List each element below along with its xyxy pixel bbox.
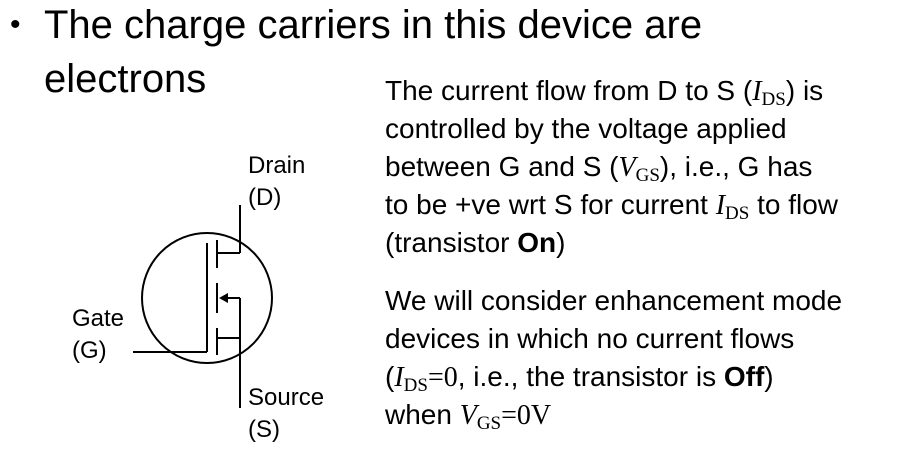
bullet-icon: • [10,8,21,41]
subscript-ds: DS [725,203,750,224]
symbol-v: V [459,400,477,431]
drain-abbr-text: (D) [248,184,282,211]
para2-line-3: (IDS=0, i.e., the transistor is Off) [385,358,842,396]
para1-line-2: controlled by the voltage applied [385,113,787,144]
paragraph-enhancement-mode: We will consider enhancement mode device… [385,282,842,434]
para2-line-1: We will consider enhancement mode [385,285,843,316]
subscript-ds: DS [403,375,428,396]
para2-line-4: when VGS=0V [385,396,842,434]
para2-l4-text-a: when [385,399,460,430]
source-label-text: Source [248,384,325,411]
para1-l4-text-b: to flow [749,189,839,220]
para1-line-3: between G and S (VGS), i.e., G has [385,148,838,186]
para1-l3-text-b: ), i.e., G has [659,151,813,182]
subscript-ds: DS [761,89,786,110]
state-off: Off [723,361,765,392]
gate-label: Gate (G) [72,303,124,367]
para1-line-4: to be +ve wrt S for current IDS to flow [385,186,838,224]
bullet-heading-line-1: • The charge carriers in this device are [10,2,702,48]
bullet-heading-line-2: electrons [44,57,207,101]
symbol-v: V [618,152,636,183]
para1-line-1: The current flow from D to S (IDS) is [385,72,838,110]
symbol-i: I [394,362,404,393]
source-label: Source (S) [248,382,324,446]
drain-label: Drain (D) [248,150,305,214]
para2-l3-text-c: ) [764,361,774,392]
subscript-gs: GS [635,165,660,186]
paragraph-current-control: The current flow from D to S (IDS) is co… [385,72,838,262]
para1-l5-text-a: (transistor [385,227,518,258]
drain-label-text: Drain [248,152,306,179]
para1-l1-text-a: The current flow from D to S ( [385,75,753,106]
equals-zero: =0 [427,362,458,393]
para2-line-2: devices in which no current flows [385,323,795,354]
para1-line-5: (transistor On) [385,224,838,262]
source-abbr-text: (S) [248,416,280,443]
equals-zero-volts: =0V [501,400,552,431]
mosfet-circle [141,232,273,364]
subscript-gs: GS [476,413,502,434]
para2-l3-text-a: ( [385,361,395,392]
state-on: On [517,227,557,258]
symbol-i: I [752,76,762,107]
para2-l3-text-b: , i.e., the transistor is [457,361,724,392]
para1-l1-text-b: ) is [785,75,824,106]
bullet-text-1: The charge carriers in this device are [44,3,703,47]
arrow-icon [219,293,228,303]
symbol-i: I [715,190,726,221]
para1-l4-text-a: to be +ve wrt S for current [385,189,716,220]
para1-l5-text-b: ) [556,227,566,258]
gate-abbr-text: (G) [72,337,107,364]
gate-label-text: Gate [72,305,125,332]
para1-l3-text-a: between G and S ( [385,151,619,182]
